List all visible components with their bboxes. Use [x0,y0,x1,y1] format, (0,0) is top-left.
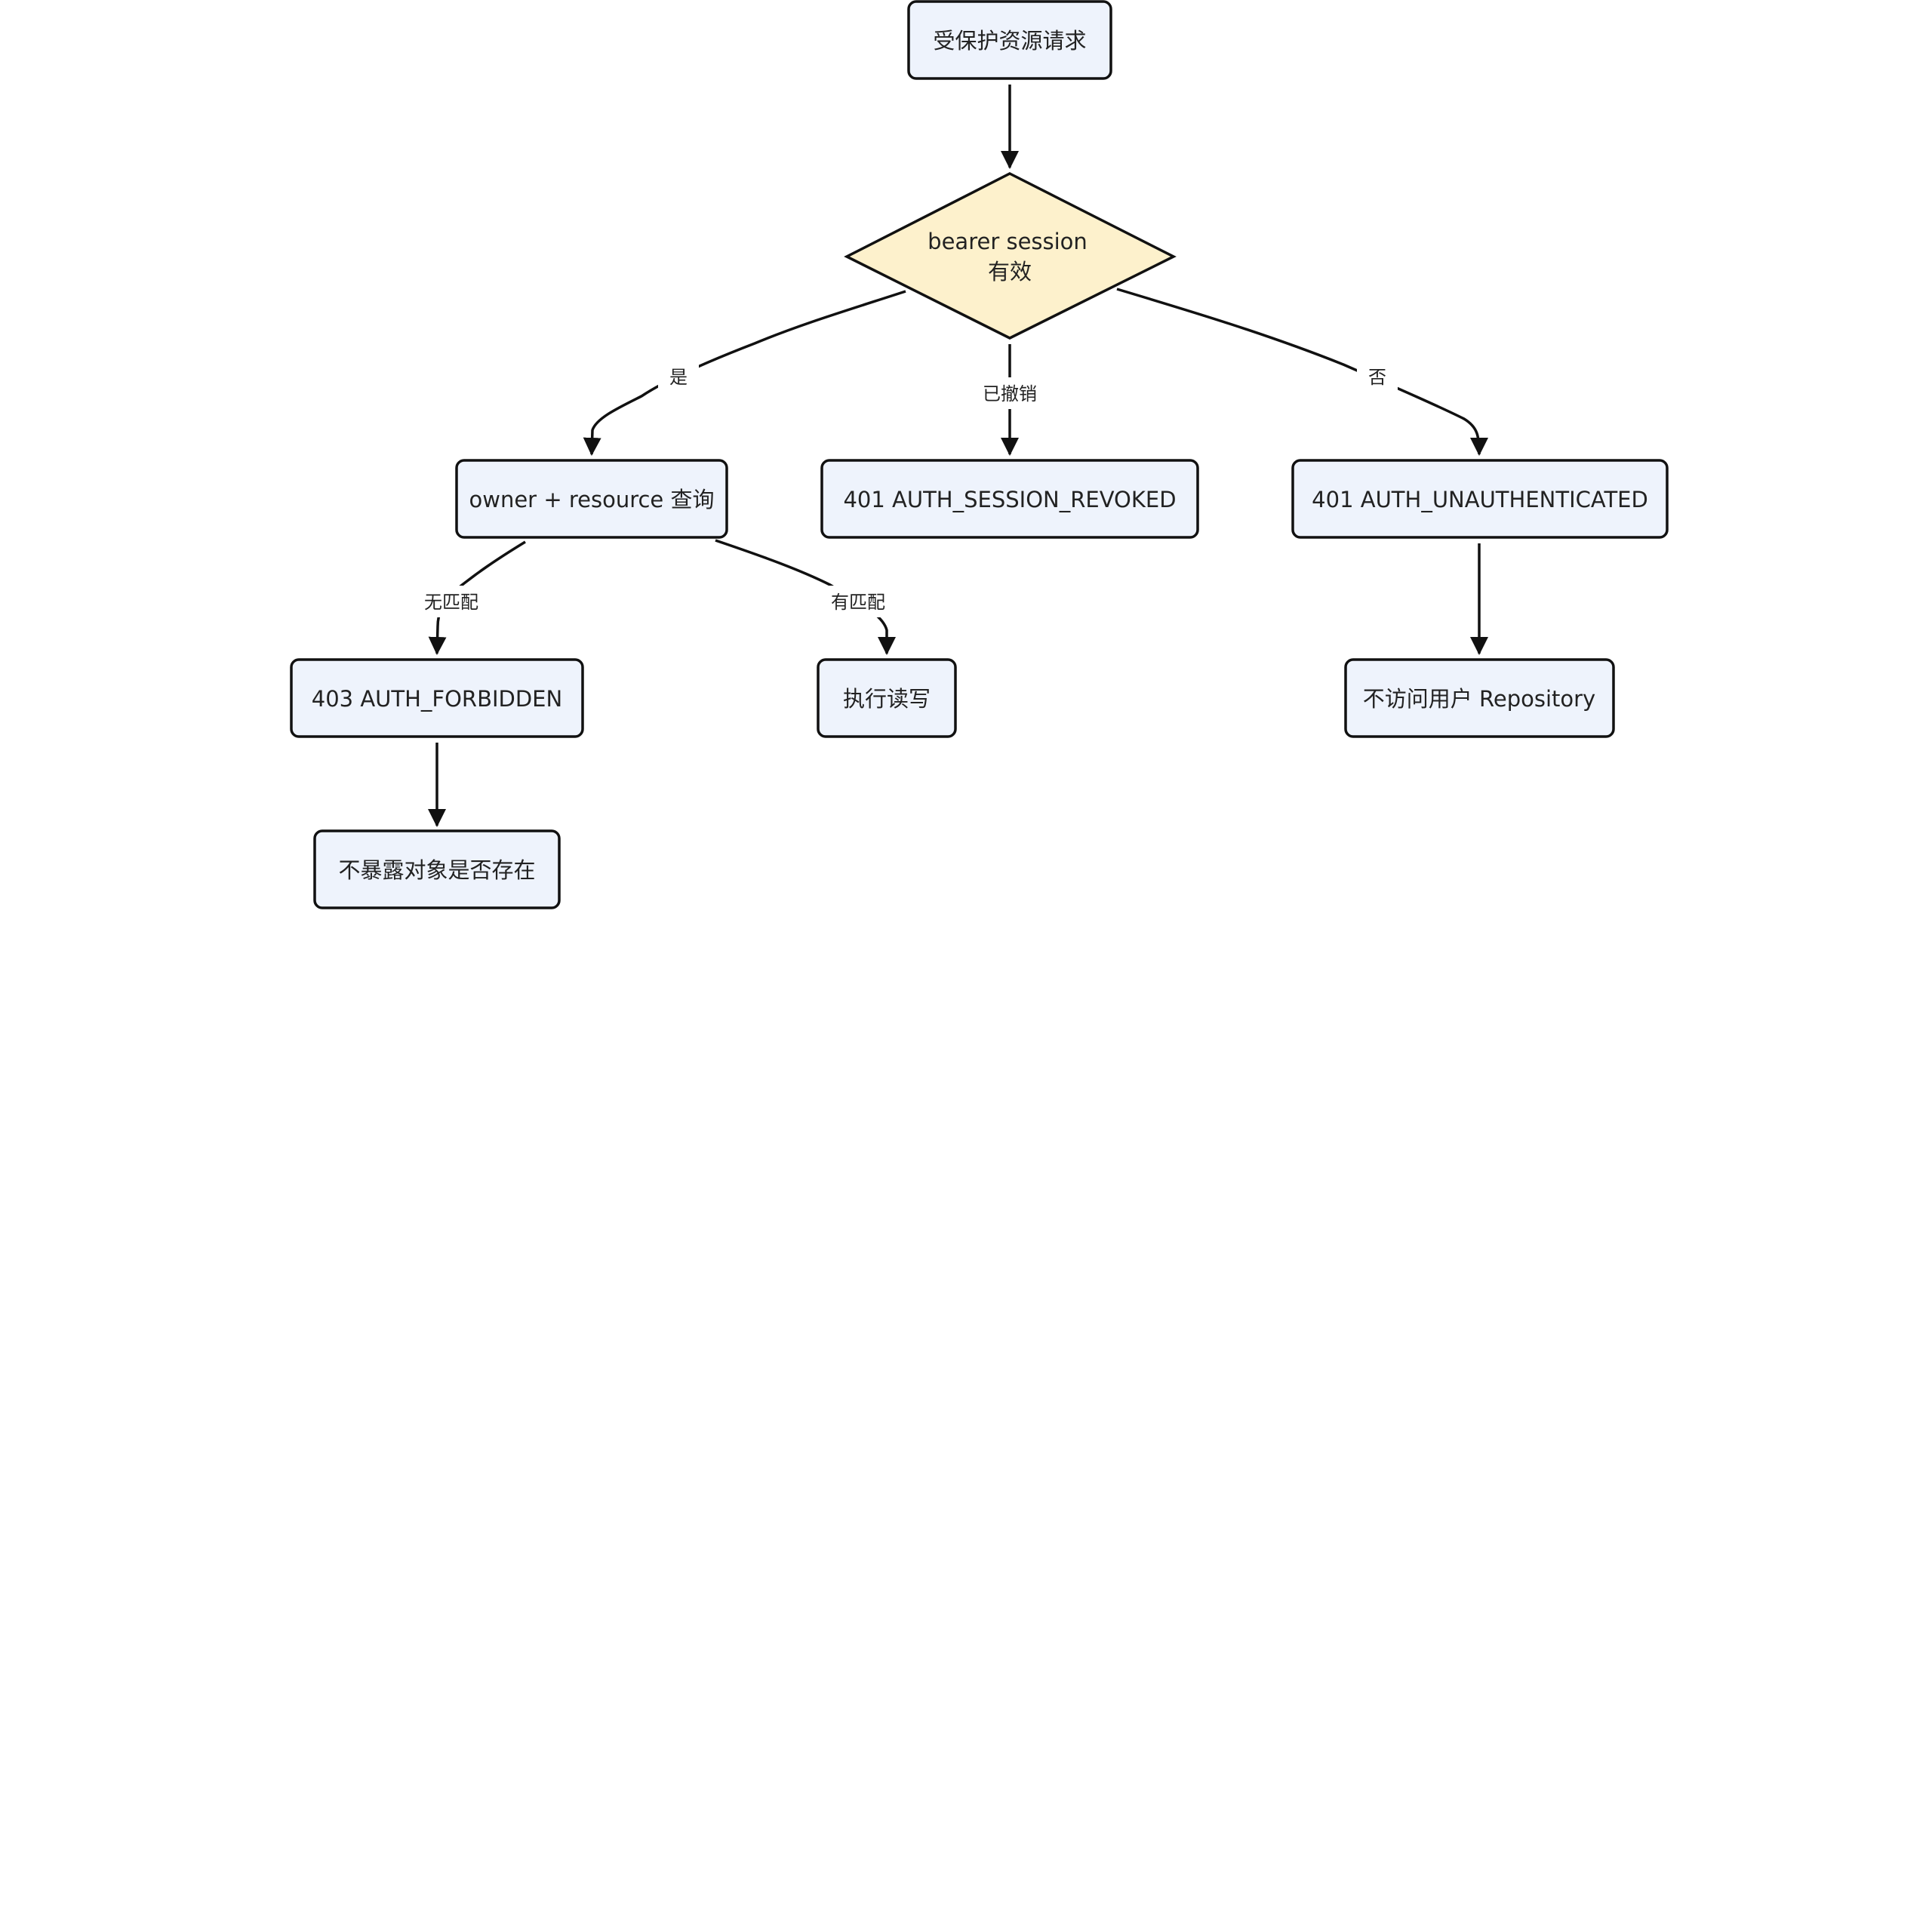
svg-text:否: 否 [1368,367,1386,388]
node-request: 受保护资源请求 [907,0,1112,80]
node-owner-query: owner + resource 查询 [455,459,728,539]
svg-text:执行读写: 执行读写 [843,686,931,712]
edge-check-yes [583,290,906,456]
svg-text:受保护资源请求: 受保护资源请求 [933,28,1086,54]
node-session-revoked: 401 AUTH_SESSION_REVOKED [820,459,1199,539]
svg-text:已撤销: 已撤销 [983,383,1037,405]
edge-label-yes: 是 [658,361,699,392]
svg-text:有匹配: 有匹配 [831,592,885,613]
svg-text:不访问用户 Repository: 不访问用户 Repository [1363,686,1595,712]
edge-check-no [1116,288,1488,456]
svg-text:有效: 有效 [988,259,1032,285]
edge-label-no: 否 [1357,361,1398,392]
edge-label-revoked: 已撤销 [977,377,1043,409]
node-no-existence-leak: 不暴露对象是否存在 [313,829,561,909]
svg-text:401 AUTH_UNAUTHENTICATED: 401 AUTH_UNAUTHENTICATED [1312,487,1648,512]
svg-text:owner + resource 查询: owner + resource 查询 [469,487,715,512]
svg-text:是: 是 [669,367,688,388]
node-forbidden: 403 AUTH_FORBIDDEN [290,658,584,738]
svg-text:401 AUTH_SESSION_REVOKED: 401 AUTH_SESSION_REVOKED [843,487,1176,512]
edge-label-no-match: 无匹配 [418,586,485,617]
node-session-check: bearer session 有效 [844,172,1177,340]
node-unauthenticated: 401 AUTH_UNAUTHENTICATED [1291,459,1669,539]
edge-owner-match [715,539,896,655]
node-execute-rw: 执行读写 [817,658,957,738]
svg-text:不暴露对象是否存在: 不暴露对象是否存在 [338,857,535,883]
edge-label-match: 有匹配 [825,586,891,617]
svg-text:bearer session: bearer session [928,229,1088,254]
svg-text:无匹配: 无匹配 [424,592,478,613]
node-no-repo-access: 不访问用户 Repository [1344,658,1615,738]
svg-text:403 AUTH_FORBIDDEN: 403 AUTH_FORBIDDEN [312,686,562,712]
